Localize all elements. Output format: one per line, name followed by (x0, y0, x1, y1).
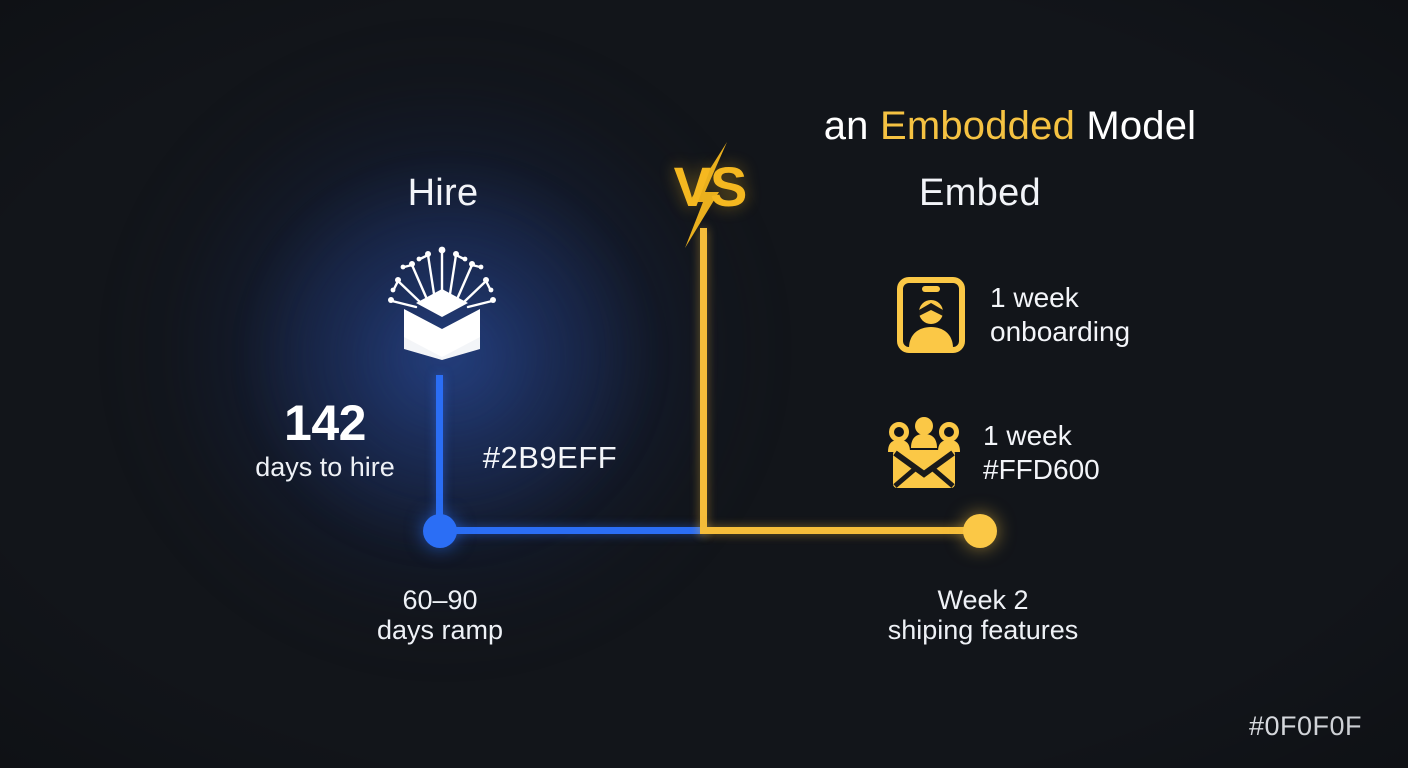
stat-label: days to hire (255, 452, 395, 482)
headline-prefix: an (823, 104, 880, 148)
stat-value: 142 (284, 395, 366, 451)
connector-line-gold-vertical (700, 228, 707, 534)
caption-shipping-time: Week 2 shiping features (872, 585, 1094, 645)
caption-ramp-time: 60–90 days ramp (330, 585, 550, 645)
feature-label: 1 week onboarding (990, 281, 1131, 347)
ai-neural-network-icon (388, 246, 496, 360)
timeline-node-blue (423, 514, 457, 548)
caption-line-2: days ramp (376, 615, 504, 646)
hex-label-blue: #2B9EFF (482, 440, 618, 475)
lightning-bolt-icon (685, 142, 727, 248)
id-badge-person-icon (897, 277, 965, 353)
feature-row-team: 1 week #FFD600 (885, 414, 1100, 492)
headline-accent: Embodded (879, 104, 1076, 148)
caption-line-1: Week 2 (937, 585, 1029, 615)
headline-suffix: Model (1075, 104, 1197, 148)
versus-badge: VS (655, 140, 765, 250)
column-title-hire: Hire (407, 172, 479, 214)
column-title-embed: Embed (919, 172, 1041, 214)
feature-row-onboarding: 1 week onboarding (892, 276, 1130, 354)
page-title: an Embodded Model (760, 104, 1260, 149)
feature-label: 1 week #FFD600 (983, 419, 1100, 485)
caption-line-2: shiping features (887, 615, 1079, 646)
timeline-node-gold (963, 514, 997, 548)
hex-label-background: #0F0F0F (1248, 711, 1362, 741)
background-glow-core (250, 170, 650, 550)
caption-line-1: 60–90 (402, 585, 478, 615)
connector-line-blue-horizontal (440, 527, 705, 534)
people-group-envelope-icon (888, 417, 960, 488)
versus-label: VS (673, 155, 748, 218)
stat-days-to-hire: 142 days to hire (215, 398, 435, 483)
connector-line-blue-vertical (436, 375, 443, 533)
connector-line-gold-horizontal (700, 527, 985, 534)
